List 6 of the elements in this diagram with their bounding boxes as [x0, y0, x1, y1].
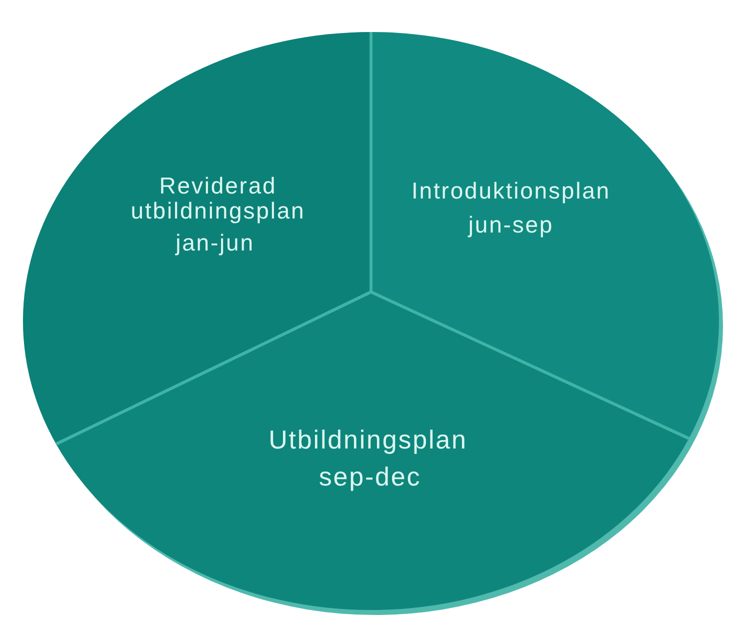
- period-label: jun-sep: [468, 212, 554, 238]
- period-label: sep-dec: [318, 462, 422, 492]
- pie-segment: [54, 290, 691, 612]
- period-label: jan-jun: [176, 230, 254, 256]
- segment-title: Introduktionsplan: [412, 178, 610, 204]
- segment-title: Utbildningsplan: [268, 426, 468, 454]
